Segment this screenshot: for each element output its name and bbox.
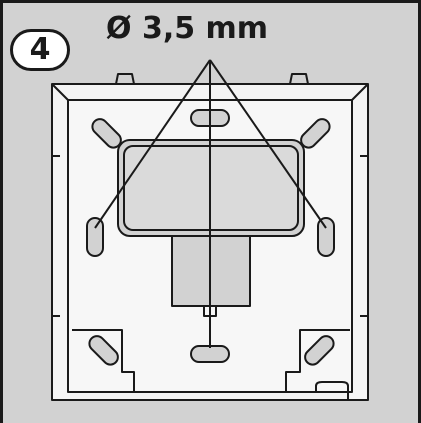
hole-top-right: [300, 118, 331, 149]
hole-bottom-right: [304, 335, 335, 366]
step-number-badge: 4: [10, 29, 70, 71]
bottom-tab: [315, 381, 349, 400]
hole-bottom-center: [190, 345, 230, 363]
top-clip-right: [289, 73, 309, 85]
hole-mid-right: [317, 217, 335, 257]
top-clip-left: [115, 73, 135, 85]
pointer-line-left: [94, 59, 211, 229]
bottom-notch-right: [285, 329, 350, 392]
diameter-label: Ø 3,5 mm: [106, 11, 269, 46]
hole-mid-left: [86, 217, 104, 257]
bottom-notch-left: [72, 329, 135, 392]
pointer-line-right: [209, 59, 327, 229]
hole-top-left: [91, 118, 122, 149]
hole-bottom-left: [88, 335, 119, 366]
step-number: 4: [29, 32, 51, 67]
